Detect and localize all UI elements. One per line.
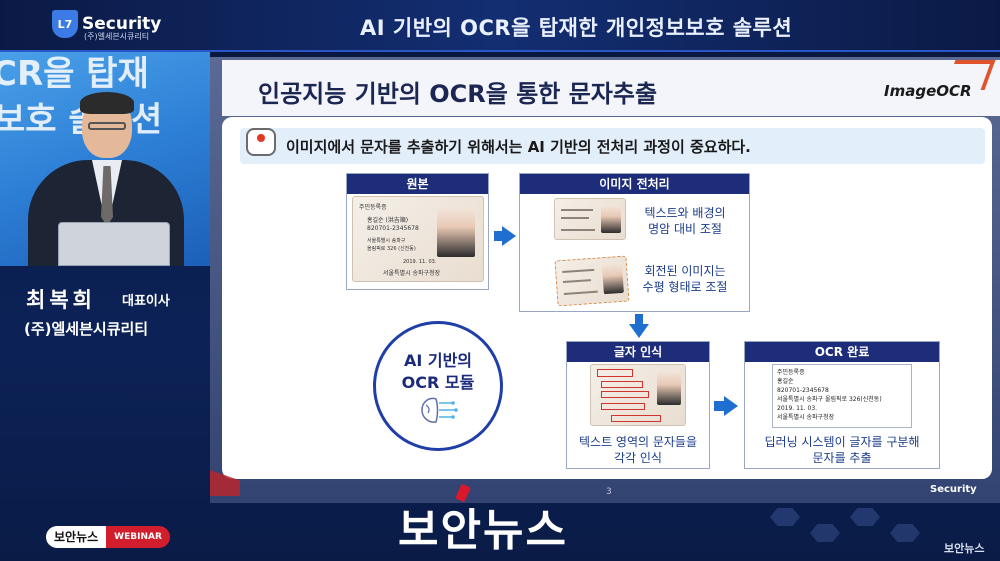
page-number: 3 bbox=[606, 487, 612, 497]
arrow-down-icon bbox=[629, 324, 649, 338]
ocr-result-line: 서울특별시 송파구청장 bbox=[777, 414, 835, 421]
arrow-right-icon bbox=[724, 396, 738, 416]
ocr-complete-desc: 딥러닝 시스템이 글자를 구분해 문자를 추출 bbox=[764, 435, 920, 465]
glasses-icon bbox=[88, 122, 126, 130]
arrow-stem bbox=[714, 401, 724, 411]
card-text-line bbox=[561, 209, 593, 211]
decorative-hex bbox=[850, 508, 880, 526]
box-header: 이미지 전처리 bbox=[520, 174, 749, 194]
card-name: 홍길순 (洪吉順) bbox=[367, 217, 409, 224]
alert-dot-icon bbox=[257, 134, 265, 142]
preprocess-desc-contrast: 텍스트와 배경의 명암 대비 조절 bbox=[644, 206, 726, 236]
box-header: 글자 인식 bbox=[567, 342, 709, 362]
decorative-hex bbox=[770, 508, 800, 526]
ocr-result-line: 2019. 11. 03. bbox=[777, 405, 818, 412]
ai-module-label: AI 기반의 OCR 모듈 bbox=[373, 350, 503, 394]
id-card-original: 주민등록증 홍길순 (洪吉順) 820701-2345678 서울특별시 송파구… bbox=[352, 196, 484, 282]
text-region bbox=[601, 403, 645, 410]
speaker-tie bbox=[101, 166, 113, 226]
imageocr-logo: ImageOCR bbox=[884, 82, 972, 100]
id-card-contrast bbox=[554, 198, 626, 240]
webinar-badge: 보안뉴스 WEBINAR bbox=[46, 526, 170, 548]
badge-webinar: WEBINAR bbox=[106, 526, 170, 548]
preprocess-desc-rotation: 회전된 이미지는 수평 형태로 조절 bbox=[642, 264, 728, 294]
card-photo bbox=[437, 207, 475, 257]
brand-subtitle: (주)엘세븐시큐리티 bbox=[84, 32, 150, 41]
id-card-recognized bbox=[590, 364, 686, 426]
slide-title-area bbox=[222, 60, 1000, 116]
background-text: CR을 탑재 bbox=[0, 54, 149, 94]
ocr-result-window: 주민등록증 홍길순 820701-2345678 서울특별시 송파구 올림픽로 … bbox=[772, 364, 912, 428]
ocr-result-line: 서울특별시 송파구 올림픽로 326(신천동) bbox=[777, 396, 882, 403]
speaker-title: 대표이사 bbox=[122, 294, 170, 309]
recognition-desc: 텍스트 영역의 문자들을 각각 인식 bbox=[578, 435, 698, 465]
slide-title: 인공지능 기반의 OCR을 통한 문자추출 bbox=[258, 80, 658, 108]
speaker-name: 최복희 bbox=[26, 288, 96, 312]
ocr-result-line: 주민등록증 bbox=[777, 369, 805, 376]
card-text-line bbox=[562, 268, 595, 274]
ai-module-line1: AI 기반의 bbox=[403, 351, 473, 370]
brand-logo: L7 Security (주)엘세븐시큐리티 bbox=[52, 10, 162, 41]
card-date: 2019. 11. 03. bbox=[403, 259, 437, 265]
laptop bbox=[58, 222, 170, 266]
slide-footer-logo: Security bbox=[930, 484, 977, 495]
card-text-line bbox=[562, 279, 592, 284]
card-photo bbox=[657, 371, 681, 405]
ai-module-line2: OCR 모듈 bbox=[401, 373, 475, 392]
card-label: 주민등록증 bbox=[359, 204, 387, 211]
brand-name: Security bbox=[82, 14, 162, 34]
card-text-line bbox=[561, 229, 595, 231]
card-address-line1: 서울특별시 송파구 bbox=[367, 238, 406, 244]
card-number: 820701-2345678 bbox=[367, 225, 419, 232]
speaker-organization: (주)엘세븐시큐리티 bbox=[24, 320, 149, 338]
card-photo bbox=[601, 205, 621, 233]
text-region bbox=[601, 381, 643, 388]
decorative-hex bbox=[890, 524, 920, 542]
card-issuer: 서울특별시 송파구청장 bbox=[383, 270, 441, 277]
top-banner bbox=[0, 0, 1000, 52]
corner-watermark: 보안뉴스 bbox=[944, 542, 985, 555]
text-region bbox=[597, 369, 633, 377]
id-card-rotated bbox=[554, 255, 630, 307]
text-region bbox=[611, 415, 661, 422]
decorative-hex bbox=[810, 524, 840, 542]
key-message: 이미지에서 문자를 추출하기 위해서는 AI 기반의 전처리 과정이 중요하다. bbox=[286, 138, 751, 156]
box-header: OCR 완료 bbox=[745, 342, 939, 362]
shield-icon: L7 bbox=[52, 10, 78, 38]
text-region bbox=[601, 391, 649, 398]
card-address-line2: 올림픽로 326 (신천동) bbox=[367, 246, 416, 252]
arrow-stem bbox=[494, 231, 502, 241]
speech-bubble-icon bbox=[246, 128, 276, 156]
speaker-hair bbox=[80, 92, 134, 114]
ocr-result-line: 820701-2345678 bbox=[777, 387, 829, 394]
arrow-right-icon bbox=[502, 226, 516, 246]
box-header: 원본 bbox=[347, 174, 488, 194]
webinar-headline: AI 기반의 OCR을 탑재한 개인정보보호 솔루션 bbox=[360, 16, 793, 40]
card-photo bbox=[601, 262, 624, 295]
key-message-box bbox=[240, 128, 985, 164]
speaker-video: CR을 탑재 보호 솔루션 bbox=[0, 52, 210, 266]
brain-circuit-icon bbox=[421, 397, 458, 423]
arrow-stem bbox=[635, 314, 643, 324]
broadcast-watermark: 보안뉴스 bbox=[398, 505, 568, 556]
badge-brand: 보안뉴스 bbox=[46, 526, 107, 548]
ai-ocr-module bbox=[373, 321, 503, 451]
ocr-result-line: 홍길순 bbox=[777, 378, 794, 385]
card-text-line bbox=[561, 217, 589, 219]
card-text-line bbox=[563, 290, 598, 295]
